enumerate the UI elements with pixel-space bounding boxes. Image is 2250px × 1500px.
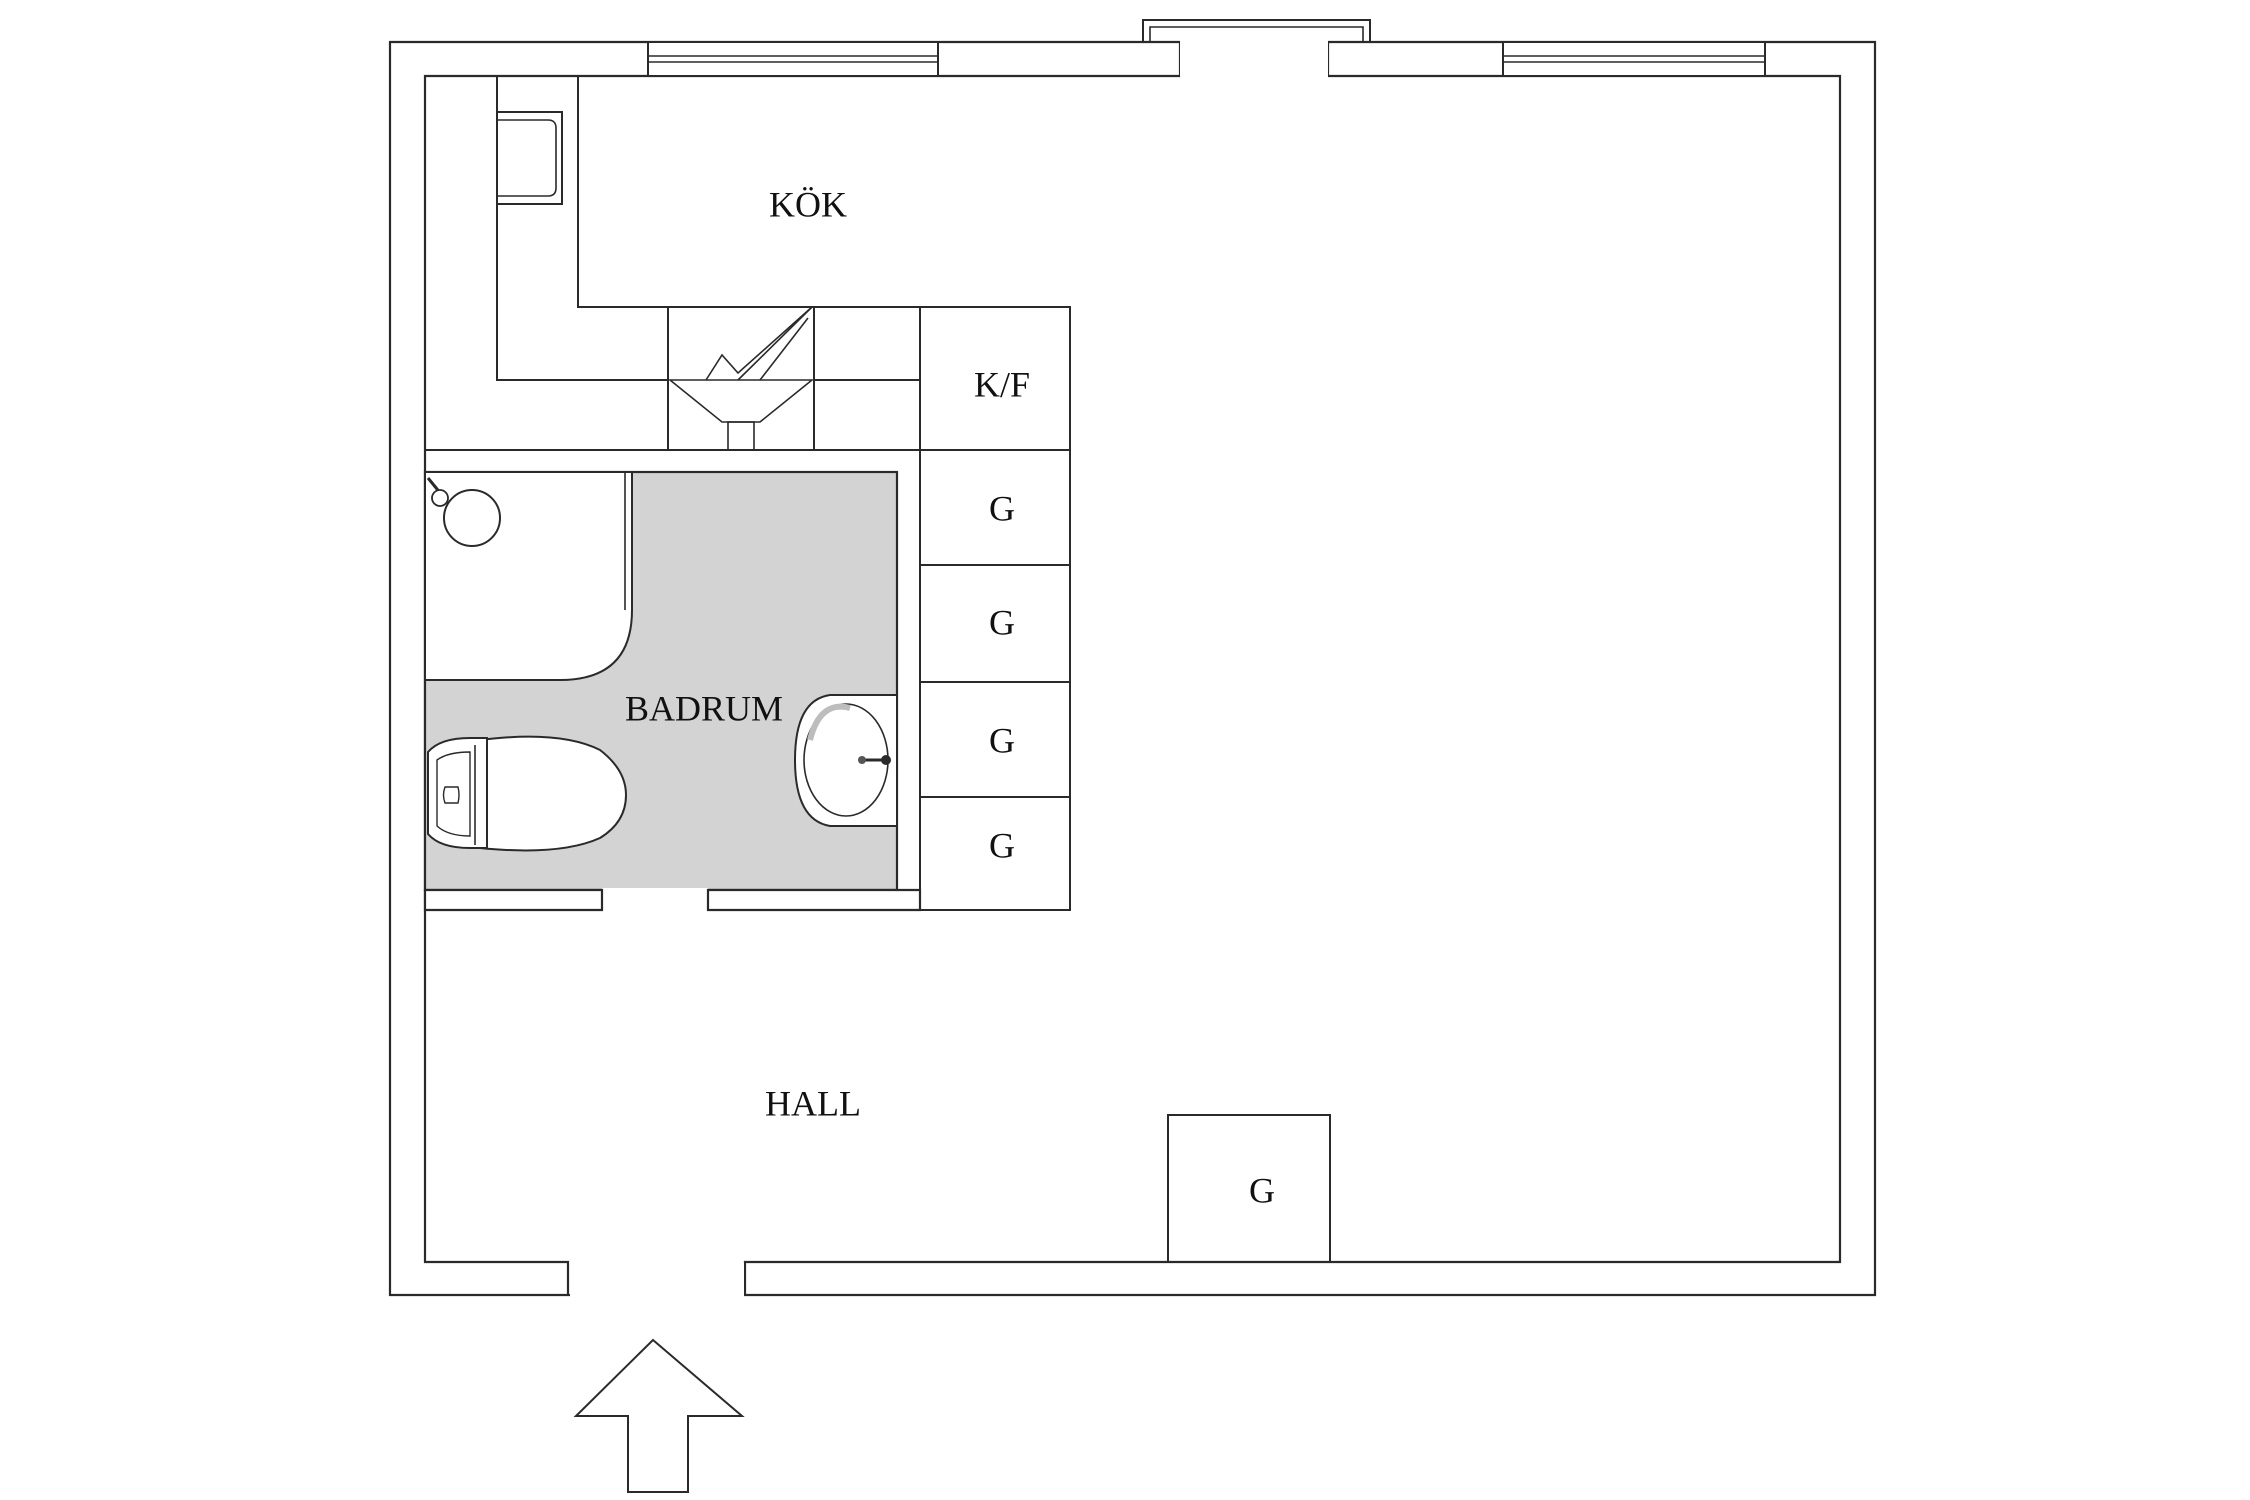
kitchen-counter bbox=[425, 76, 668, 451]
window-right bbox=[1502, 41, 1766, 77]
hall-label: HALL bbox=[765, 1083, 861, 1123]
wash-basin-icon bbox=[793, 694, 898, 827]
stove-icon bbox=[496, 111, 563, 205]
entrance-door-gap bbox=[570, 1263, 744, 1297]
closet-label-3: G bbox=[989, 720, 1015, 760]
bathroom-door-gap bbox=[602, 888, 708, 894]
closet-label-2: G bbox=[989, 602, 1015, 642]
balcony-door bbox=[1142, 19, 1371, 78]
closet-label-4: G bbox=[989, 825, 1015, 865]
outer-walls bbox=[388, 19, 1877, 1297]
closet-label-1: G bbox=[989, 488, 1015, 528]
sink-icon bbox=[667, 306, 815, 451]
fridge-freezer-label: K/F bbox=[974, 364, 1030, 404]
entrance-arrow-icon bbox=[573, 1338, 745, 1493]
window-left bbox=[647, 41, 939, 77]
hall-closet bbox=[1167, 1114, 1331, 1263]
bathroom-label: BADRUM bbox=[625, 688, 783, 728]
closet-label-hall: G bbox=[1249, 1170, 1275, 1210]
kitchen-label: KÖK bbox=[769, 184, 847, 224]
bathroom bbox=[423, 470, 899, 894]
hall-divider-wall bbox=[423, 888, 922, 912]
closet-column bbox=[919, 306, 1071, 911]
shower-icon bbox=[424, 471, 633, 681]
toilet-icon bbox=[427, 735, 628, 852]
